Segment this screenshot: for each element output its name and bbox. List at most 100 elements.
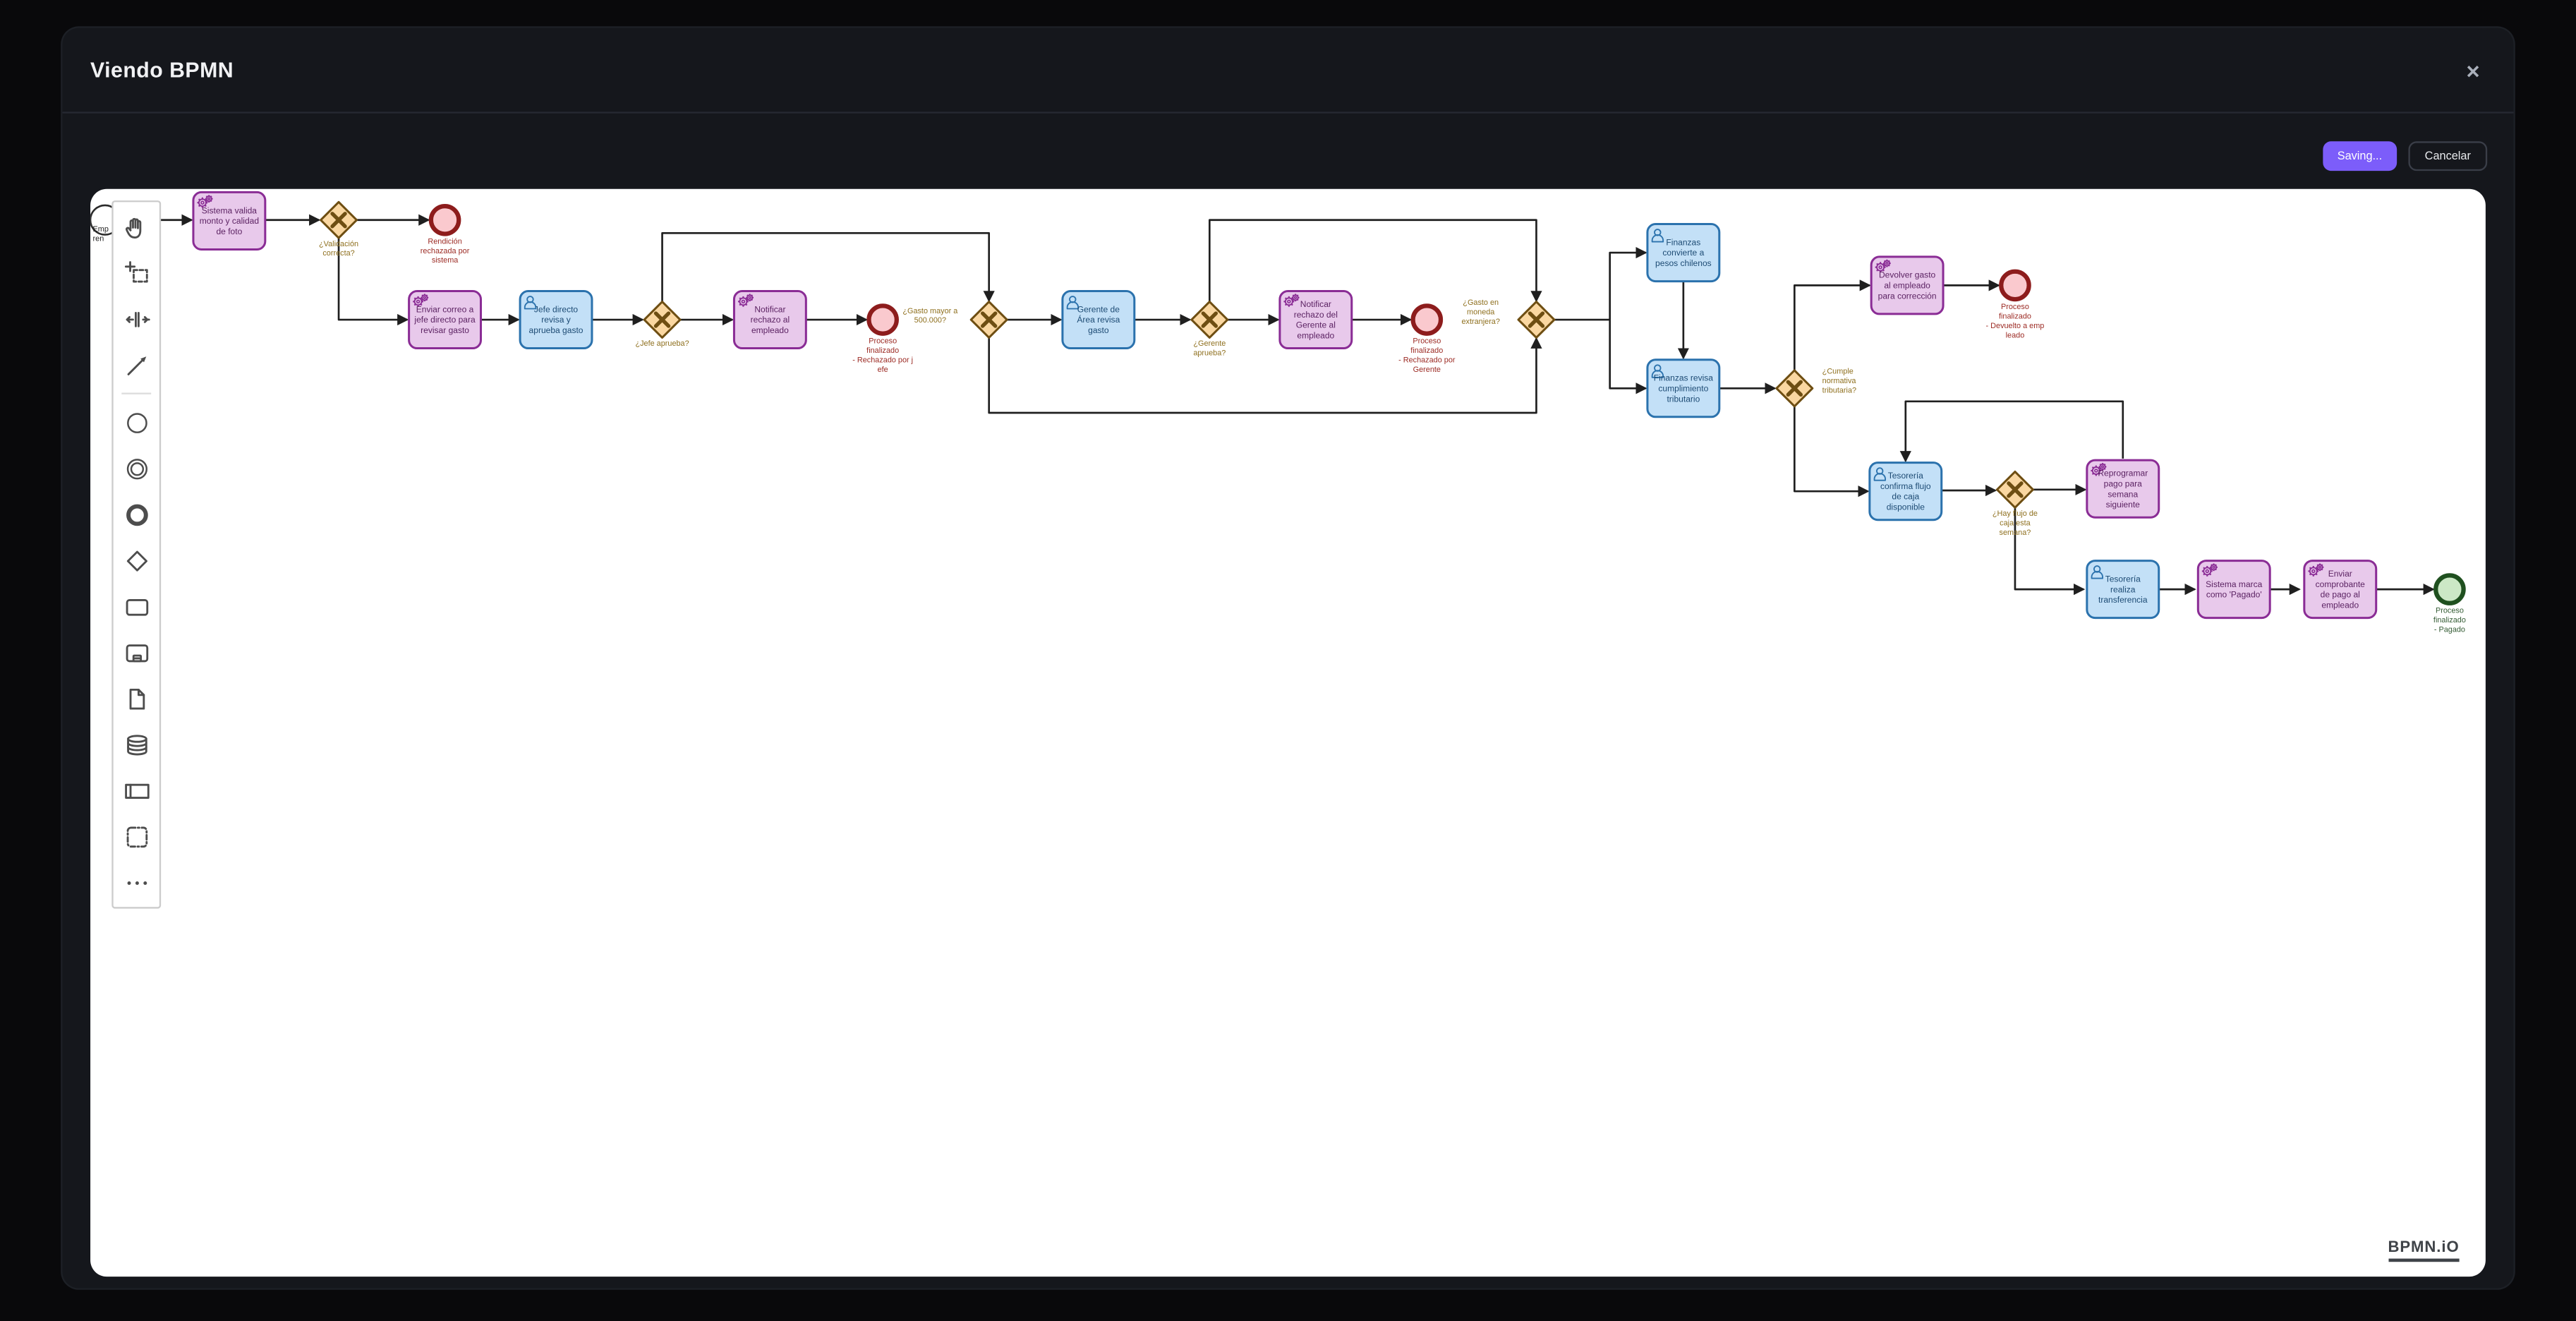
palette-create-participant[interactable] [115,767,158,813]
palette-create-subprocess[interactable] [115,629,158,675]
create-gateway-icon [126,550,147,571]
flow-f-gwmoneda-convierte[interactable] [1554,246,1647,321]
svg-text:Jefe directo: Jefe directo [534,304,579,314]
svg-text:¿Jefe aprueba?: ¿Jefe aprueba? [635,339,689,348]
palette-create-data-object[interactable] [115,675,158,721]
palette-create-task[interactable] [115,584,158,629]
palette-more-tools[interactable] [115,859,158,905]
svg-text:sistema: sistema [432,256,459,265]
svg-text:empleado: empleado [2321,601,2359,610]
svg-text:normativa: normativa [1822,377,1857,385]
svg-text:Proceso: Proceso [1413,337,1441,346]
cancel-button[interactable]: Cancelar [2408,141,2488,171]
svg-text:Rendición: Rendición [428,237,461,246]
flow-f-gwcumple-devolver[interactable] [1793,279,1871,370]
svg-text:transferencia: transferencia [2098,595,2148,605]
svg-text:empleado: empleado [1297,330,1334,340]
palette-create-end-event[interactable] [115,491,158,537]
svg-text:Reprogramar: Reprogramar [2098,469,2148,478]
palette-separator [121,392,152,394]
svg-text:gasto: gasto [1088,325,1109,335]
flow-f-gw-correo[interactable] [337,238,409,326]
palette-create-start-event[interactable] [115,399,158,445]
palette-create-data-store[interactable] [115,721,158,767]
svg-text:disponible: disponible [1887,502,1925,512]
svg-text:tributaria?: tributaria? [1822,386,1856,394]
svg-text:efe: efe [878,366,888,374]
bpmnio-logo[interactable]: BPMN.iO [2388,1239,2460,1262]
flow-f-gwjefe-gwmayor[interactable] [661,231,995,303]
palette-create-gateway[interactable] [115,537,158,583]
svg-text:de caja: de caja [1892,492,1919,502]
svg-text:Gerente al: Gerente al [1296,320,1336,330]
modal-title: Viendo BPMN [90,57,234,83]
palette-lasso-tool[interactable] [115,250,158,296]
svg-text:Tesorería: Tesorería [2105,574,2141,584]
svg-text:aprueba?: aprueba? [1193,349,1226,358]
svg-text:siguiente: siguiente [2106,500,2140,509]
modal-header: Viendo BPMN ✕ [62,28,2514,114]
svg-text:comprobante: comprobante [2316,579,2366,589]
svg-text:pesos chilenos: pesos chilenos [1655,258,1712,268]
flow-f-gwflujo-transfiere[interactable] [2014,507,2086,596]
flow-f-gwmayor-gwmoneda[interactable] [988,337,1542,414]
svg-text:para corrección: para corrección [1878,291,1937,301]
svg-text:convierte a: convierte a [1662,248,1704,258]
svg-text:rechazo del: rechazo del [1294,310,1338,320]
flow-f-reprogramar-loop[interactable] [1899,400,2124,463]
svg-text:Emp: Emp [93,225,109,234]
flow-f-gwmoneda-revisa[interactable] [1609,320,1647,394]
create-task-icon [125,598,148,615]
node-gw-jefe-aprueba[interactable]: ¿Jefe aprueba? [635,301,689,349]
close-icon: ✕ [2465,62,2481,83]
palette-hand-tool[interactable] [115,204,158,250]
create-group-icon [126,826,147,847]
flow-f-gwgerente-gwmoneda[interactable] [1208,219,1542,303]
svg-text:caja esta: caja esta [2000,519,2031,527]
svg-text:¿Validación: ¿Validación [319,240,358,248]
svg-text:como 'Pagado': como 'Pagado' [2206,590,2262,600]
saving-button[interactable]: Saving... [2322,141,2397,171]
close-button[interactable]: ✕ [2455,51,2490,89]
svg-text:finalizado: finalizado [866,346,899,355]
svg-text:Notificar: Notificar [754,304,785,314]
svg-text:rechazo al: rechazo al [751,315,790,325]
palette-space-tool[interactable] [115,296,158,342]
svg-text:leado: leado [2006,331,2025,339]
palette-global-connect-tool[interactable] [115,342,158,387]
palette-create-intermediate-event[interactable] [115,445,158,491]
create-participant-icon [124,783,149,798]
hand-tool-icon [124,217,141,238]
palette-create-group[interactable] [115,814,158,859]
svg-text:semana?: semana? [2000,529,2031,537]
create-intermediate-event-icon [126,457,147,479]
flow-f-gwcumple-tesoreria[interactable] [1793,406,1870,497]
